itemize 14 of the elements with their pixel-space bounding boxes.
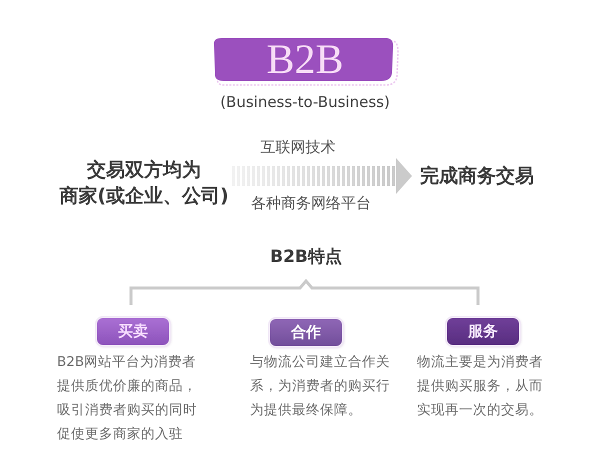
edge-label: 互联网技术 [260, 138, 336, 157]
category-tag: 合作 [270, 319, 342, 346]
description-text: 物流主要是为消费者提供购买服务，从而实现再一次的交易。 [417, 353, 544, 420]
description-text: 与物流公司建立合作关系，为消费者的购买行为提供最终保障。 [250, 353, 391, 420]
description-text: B2B网站平台为消费者提供质优价廉的商品，吸引消费者购买的同时促使更多商家的入驻 [57, 353, 198, 444]
category-tag: 买卖 [97, 318, 169, 345]
statement-text: 完成商务交易 [414, 163, 540, 189]
edge-caption: 各种商务网络平台 [251, 194, 371, 213]
arrow [232, 158, 412, 194]
banner-title: B2B [266, 39, 344, 81]
statement-text: 交易双方均为商家(或企业、公司) [58, 157, 230, 209]
subtitle-text: (Business-to-Business) [219, 92, 391, 112]
category-tag: 服务 [447, 318, 519, 345]
section-heading: B2B特点 [270, 246, 342, 268]
